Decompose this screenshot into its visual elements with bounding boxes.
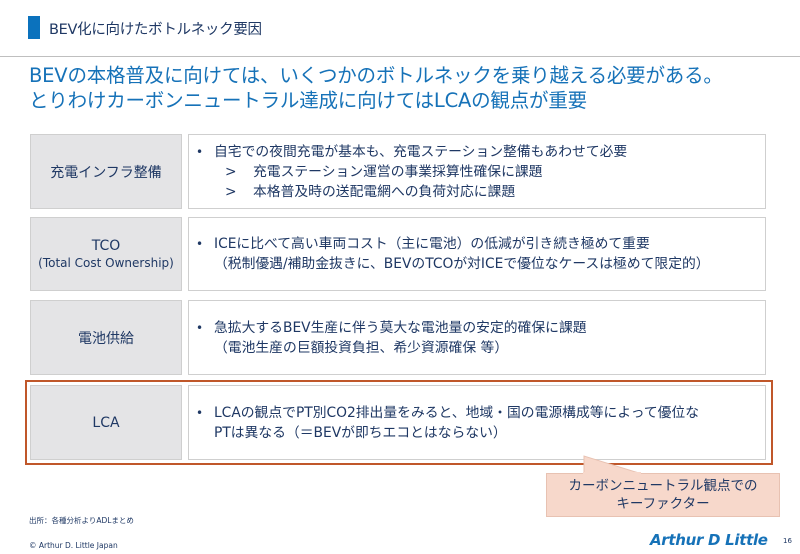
header-divider <box>0 56 800 57</box>
row-content-battery-supply: • 急拡大するBEV生産に伴う莫大な電池量の安定的確保に課題 （電池生産の巨額投… <box>188 300 766 375</box>
lead-line-2: とりわけカーボンニュートラル達成に向けてはLCAの観点が重要 <box>29 89 587 112</box>
lca-highlight-frame <box>25 380 773 465</box>
bullet-icon: • <box>196 320 204 335</box>
row-label-text: LCA <box>92 414 120 431</box>
row-content-tco: • ICEに比べて高い車両コスト（主に電池）の低減が引き続き極めて重要 （税制優… <box>188 217 766 291</box>
source-note: 出所：各種分析よりADLまとめ <box>29 516 134 525</box>
row-content-lca: • LCAの観点でPT別CO2排出量をみると、地域・国の電源構成等によって優位な… <box>188 385 766 460</box>
slide-title: BEV化に向けたボトルネック要因 <box>49 22 262 38</box>
callout-line-1: カーボンニュートラル観点での <box>568 478 758 494</box>
bullet-icon: • <box>196 405 204 420</box>
row-label-charging-infra: 充電インフラ整備 <box>30 134 182 209</box>
bullet-icon: • <box>196 144 204 159</box>
bullet-continuation: PTは異なる（＝BEVが即ちエコとはならない） <box>214 424 507 441</box>
key-factor-callout: カーボンニュートラル観点での キーファクター <box>546 473 780 517</box>
bullet-point: • 急拡大するBEV生産に伴う莫大な電池量の安定的確保に課題 <box>196 319 587 336</box>
lead-message: BEVの本格普及に向けては、いくつかのボトルネックを乗り越える必要がある。 とり… <box>29 63 723 113</box>
chevron-right-icon: > <box>225 163 237 180</box>
copyright: © Arthur D. Little Japan <box>29 541 118 550</box>
page-number: 16 <box>783 537 792 545</box>
row-label-text: 充電インフラ整備 <box>50 164 162 181</box>
row-label-text: 電池供給 <box>78 330 134 347</box>
row-label-battery-supply: 電池供給 <box>30 300 182 375</box>
company-logo: Arthur D Little <box>650 531 768 549</box>
callout-line-2: キーファクター <box>616 496 710 512</box>
row-label-tco: TCO (Total Cost Ownership) <box>30 217 182 291</box>
bullet-point: • LCAの観点でPT別CO2排出量をみると、地域・国の電源構成等によって優位な <box>196 404 700 421</box>
sub-point: >充電ステーション運営の事業採算性確保に課題 <box>225 163 543 180</box>
row-label-text: TCO <box>91 238 121 254</box>
row-content-charging-infra: • 自宅での夜間充電が基本も、充電ステーション整備もあわせて必要 >充電ステーシ… <box>188 134 766 209</box>
bullet-continuation: （税制優遇/補助金抜きに、BEVのTCOが対ICEで優位なケースは極めて限定的） <box>214 256 710 272</box>
header-accent-bar <box>28 16 40 39</box>
lead-line-1: BEVの本格普及に向けては、いくつかのボトルネックを乗り越える必要がある。 <box>29 64 723 87</box>
row-label-lca: LCA <box>30 385 182 460</box>
bullet-point: • ICEに比べて高い車両コスト（主に電池）の低減が引き続き極めて重要 <box>196 236 650 252</box>
bullet-point: • 自宅での夜間充電が基本も、充電ステーション整備もあわせて必要 <box>196 143 628 160</box>
sub-point: >本格普及時の送配電網への負荷対応に課題 <box>225 183 516 200</box>
chevron-right-icon: > <box>225 183 237 200</box>
bullet-icon: • <box>196 237 204 251</box>
bullet-continuation: （電池生産の巨額投資負担、希少資源確保 等） <box>214 339 509 356</box>
callout-pointer-join <box>583 472 641 475</box>
row-sublabel-text: (Total Cost Ownership) <box>38 256 174 270</box>
